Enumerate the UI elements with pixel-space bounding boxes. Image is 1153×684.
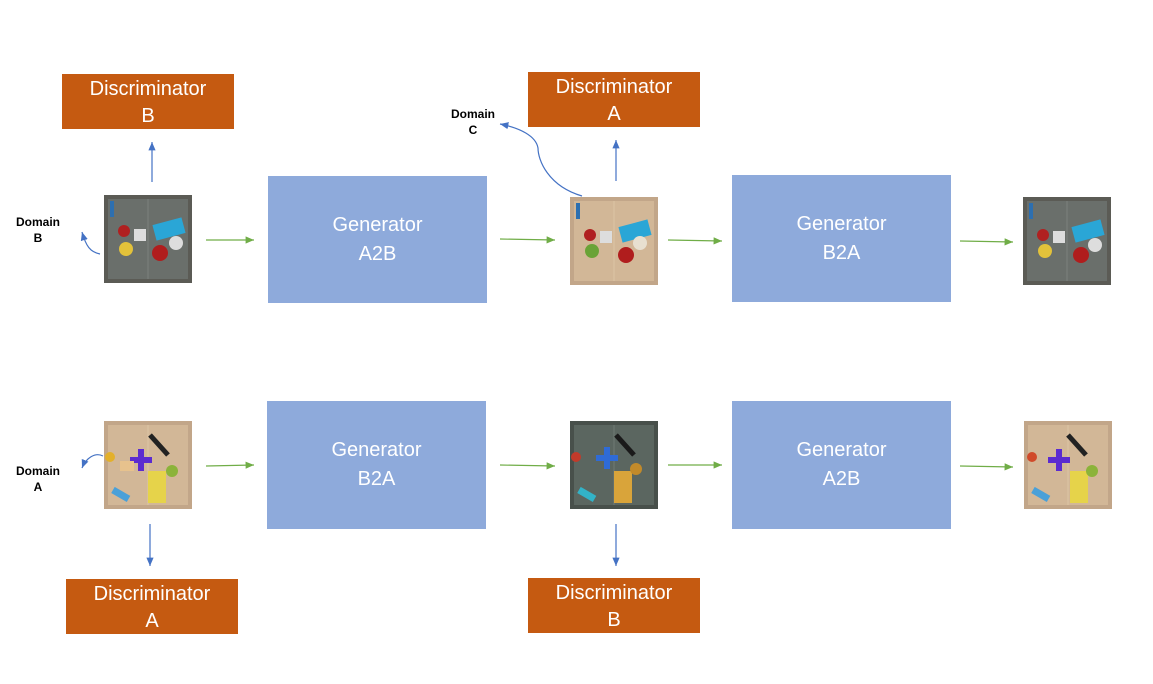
domain-arrow [81, 454, 104, 469]
discriminator-b-box: Discriminator B [528, 578, 700, 633]
scene-image-light [1024, 421, 1112, 509]
domain-b-label: Domain B [10, 214, 66, 246]
generator-b2a-box: Generator B2A [732, 175, 951, 302]
discriminator-a-box: Discriminator A [66, 579, 238, 634]
gen-label-1: Generator [796, 212, 887, 235]
domain-word: Domain [15, 215, 60, 229]
gen-label-1: Generator [331, 439, 422, 461]
domain-letter: B [33, 231, 43, 245]
domain-arrow [499, 122, 583, 197]
flow-arrow [499, 462, 556, 470]
domain-letter: A [33, 480, 43, 494]
scene-image-dark [104, 195, 192, 283]
disc-label-2: A [607, 103, 621, 125]
generator-a2b-box: Generator A2B [732, 401, 951, 529]
scene-image-dark [570, 421, 658, 509]
gen-label-2: B2A [357, 468, 396, 490]
flow-arrow [205, 461, 255, 469]
gen-label-2: B2A [822, 241, 861, 264]
discriminator-b-box: Discriminator B [62, 74, 234, 129]
domain-word: Domain [450, 107, 495, 121]
domain-word: Domain [15, 464, 60, 478]
scene-image-light [104, 421, 192, 509]
flow-arrow [667, 237, 723, 245]
disc-label-1: Discriminator [89, 78, 207, 100]
discriminator-a-box: Discriminator A [528, 72, 700, 127]
gen-label-1: Generator [332, 213, 423, 236]
disc-label-1: Discriminator [555, 76, 673, 98]
domain-arrow [80, 231, 101, 255]
domain-c-label: Domain C [445, 106, 501, 138]
gen-label-2: A2B [822, 468, 861, 490]
disc-label-2: B [141, 105, 155, 127]
generator-a2b-box: Generator A2B [268, 176, 487, 303]
domain-a-label: Domain A [10, 463, 66, 495]
domain-letter: C [468, 123, 478, 137]
disc-label-1: Discriminator [555, 582, 673, 604]
flow-arrow [959, 238, 1014, 246]
generator-b2a-box: Generator B2A [267, 401, 486, 529]
disc-label-2: A [145, 610, 159, 632]
disc-label-2: B [607, 609, 621, 631]
flow-arrow [499, 236, 556, 244]
disc-label-1: Discriminator [93, 583, 211, 605]
scene-image-light [570, 197, 658, 285]
flow-arrow [959, 463, 1014, 471]
gen-label-2: A2B [358, 242, 397, 265]
gen-label-1: Generator [796, 439, 887, 461]
scene-image-dark [1023, 197, 1111, 285]
